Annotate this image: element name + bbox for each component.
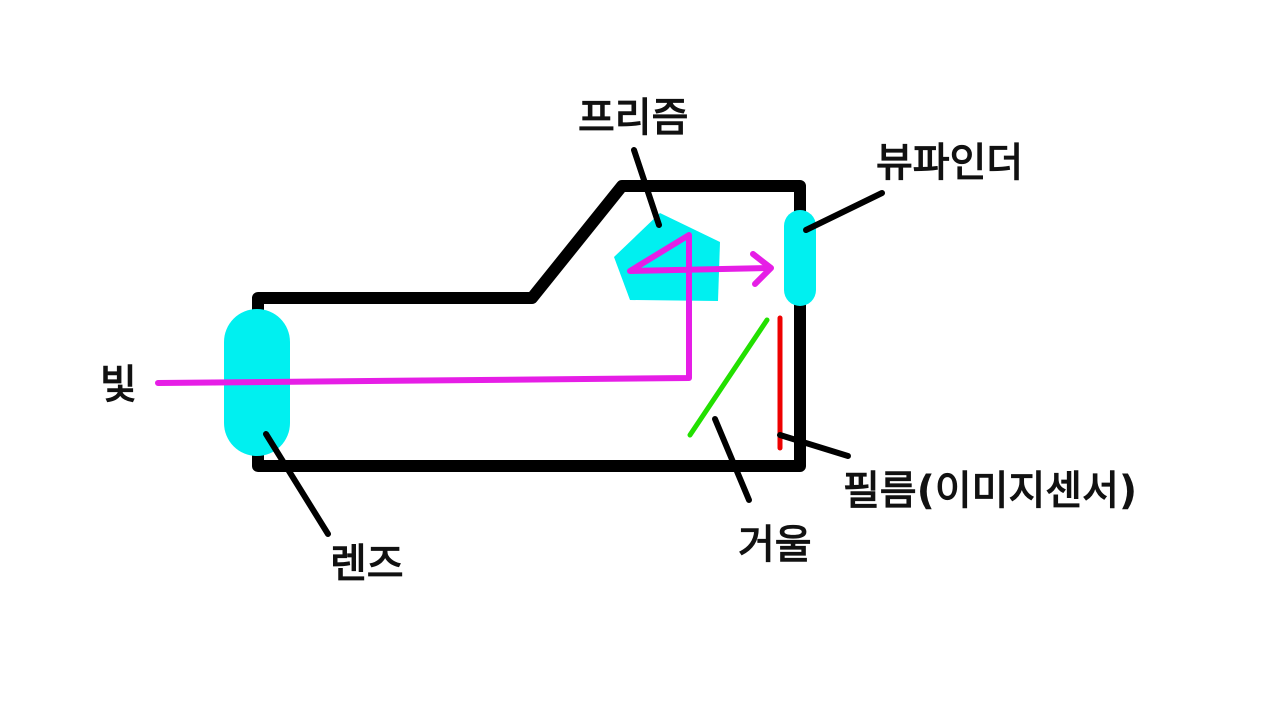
light-path — [155, 232, 773, 386]
lens-label: 렌즈 — [330, 541, 404, 587]
film-label: 필름(이미지센서) — [843, 468, 1137, 514]
light-label: 빛 — [100, 362, 137, 408]
prism-leader-line — [631, 147, 662, 228]
camera-body-outline — [252, 180, 806, 472]
prism-label: 프리즘 — [578, 95, 688, 141]
mirror-element — [687, 317, 770, 438]
viewfinder-leader-line — [803, 190, 885, 233]
lens-leader-line — [263, 431, 331, 537]
light-path-arrowhead — [750, 251, 774, 287]
prism-element — [614, 213, 720, 301]
viewfinder-element — [784, 210, 816, 306]
viewfinder-label: 뷰파인더 — [876, 140, 1023, 186]
mirror-leader-line — [712, 416, 752, 503]
mirror-label: 거울 — [738, 522, 812, 568]
film-leader-line — [777, 432, 851, 459]
